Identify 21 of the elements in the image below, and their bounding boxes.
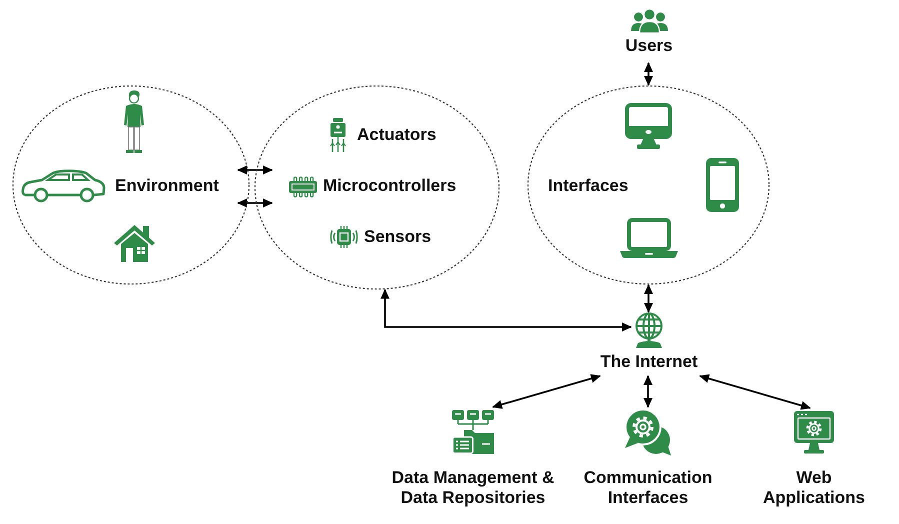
node-label: Communication Interfaces — [582, 468, 714, 508]
double-arrow — [237, 198, 273, 208]
dotted-ellipse — [12, 85, 250, 285]
double-arrow — [699, 374, 811, 410]
dotted-ellipse — [254, 85, 500, 290]
node-label: Sensors — [364, 227, 432, 247]
node-label: The Internet — [600, 352, 698, 372]
node-label: Actuators — [357, 125, 436, 145]
double-arrow — [644, 375, 652, 408]
double-arrow — [380, 288, 632, 332]
node-label: Web Applications — [762, 468, 866, 508]
node-label: Interfaces — [548, 176, 628, 196]
node-label: Users — [625, 36, 673, 56]
double-arrow — [644, 284, 653, 313]
node-label: Data Management & Data Repositories — [390, 468, 556, 508]
node-label: Environment — [115, 176, 219, 196]
double-arrow — [237, 166, 273, 174]
double-arrow — [492, 374, 601, 409]
dotted-ellipse — [527, 85, 770, 285]
node-label: Microcontrollers — [323, 176, 456, 196]
double-arrow — [644, 62, 653, 86]
